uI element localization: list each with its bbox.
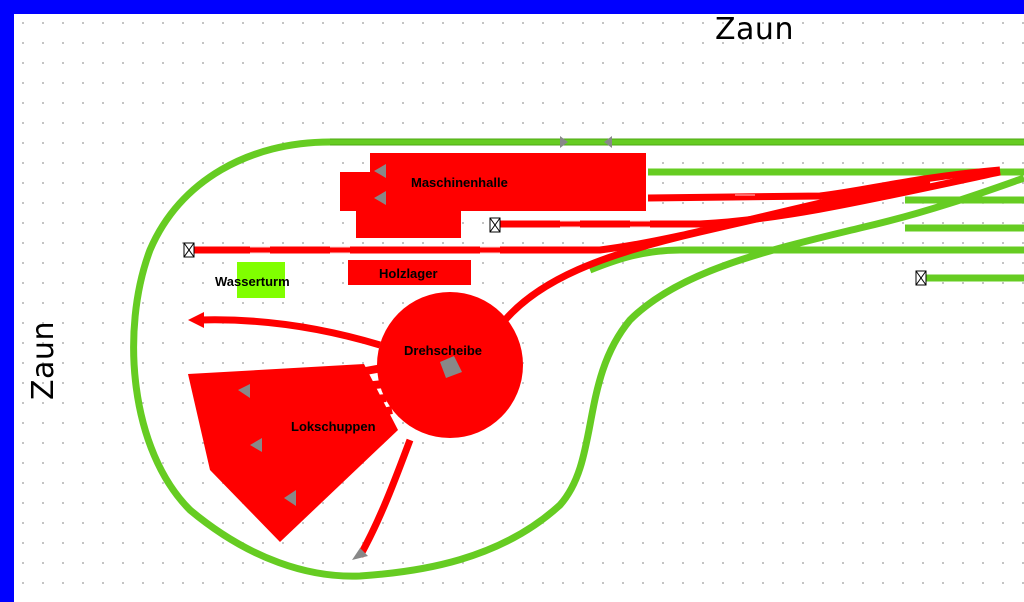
turntable-label: Drehscheibe	[404, 343, 483, 358]
depot-track-arrow-left	[199, 316, 382, 349]
water-tower-building	[237, 262, 285, 298]
wood-storage-label: Holzlager	[379, 266, 438, 281]
depot-track-bottom	[356, 438, 414, 558]
buffer-x-marks	[183, 217, 927, 286]
machine-hall-lower	[356, 211, 461, 238]
siding-arrowhead	[188, 312, 204, 328]
depot-track-top	[647, 166, 1001, 202]
arrow-marker	[238, 384, 250, 398]
blue-border-left	[0, 0, 14, 602]
machine-hall-label: Maschinenhalle	[411, 175, 508, 190]
main-loop-track	[130, 138, 1024, 580]
arrow-marker	[560, 136, 568, 148]
depot-to-turntable	[502, 178, 931, 323]
wood-storage-building	[348, 260, 471, 285]
engine-shed-label: Lokschuppen	[291, 419, 376, 434]
stall-tracks	[359, 364, 393, 418]
depot-track-2	[490, 168, 1001, 228]
blue-border-top	[0, 0, 1024, 14]
machine-hall-building	[370, 153, 646, 211]
arrow-marker	[604, 136, 612, 148]
turntable-center-marker	[440, 356, 462, 378]
arrow-marker	[250, 438, 262, 452]
track-sleepers	[250, 194, 755, 254]
arrow-marker	[374, 191, 386, 205]
inner-siding-1	[588, 246, 1024, 274]
outer-loop-curve	[130, 138, 1024, 580]
engine-shed-building	[188, 364, 398, 542]
fence-label-left: Zaun	[26, 321, 61, 400]
loop-edge	[330, 138, 1024, 146]
arrow-marker	[374, 164, 386, 178]
arrow-marker	[352, 548, 368, 560]
arrow-marker	[284, 490, 296, 506]
direction-markers	[238, 136, 612, 560]
depot-tracks	[185, 166, 1001, 558]
fence-label-top: Zaun	[715, 12, 794, 47]
machine-hall-annex	[340, 172, 372, 211]
water-tower-label: Wasserturm	[215, 274, 290, 289]
